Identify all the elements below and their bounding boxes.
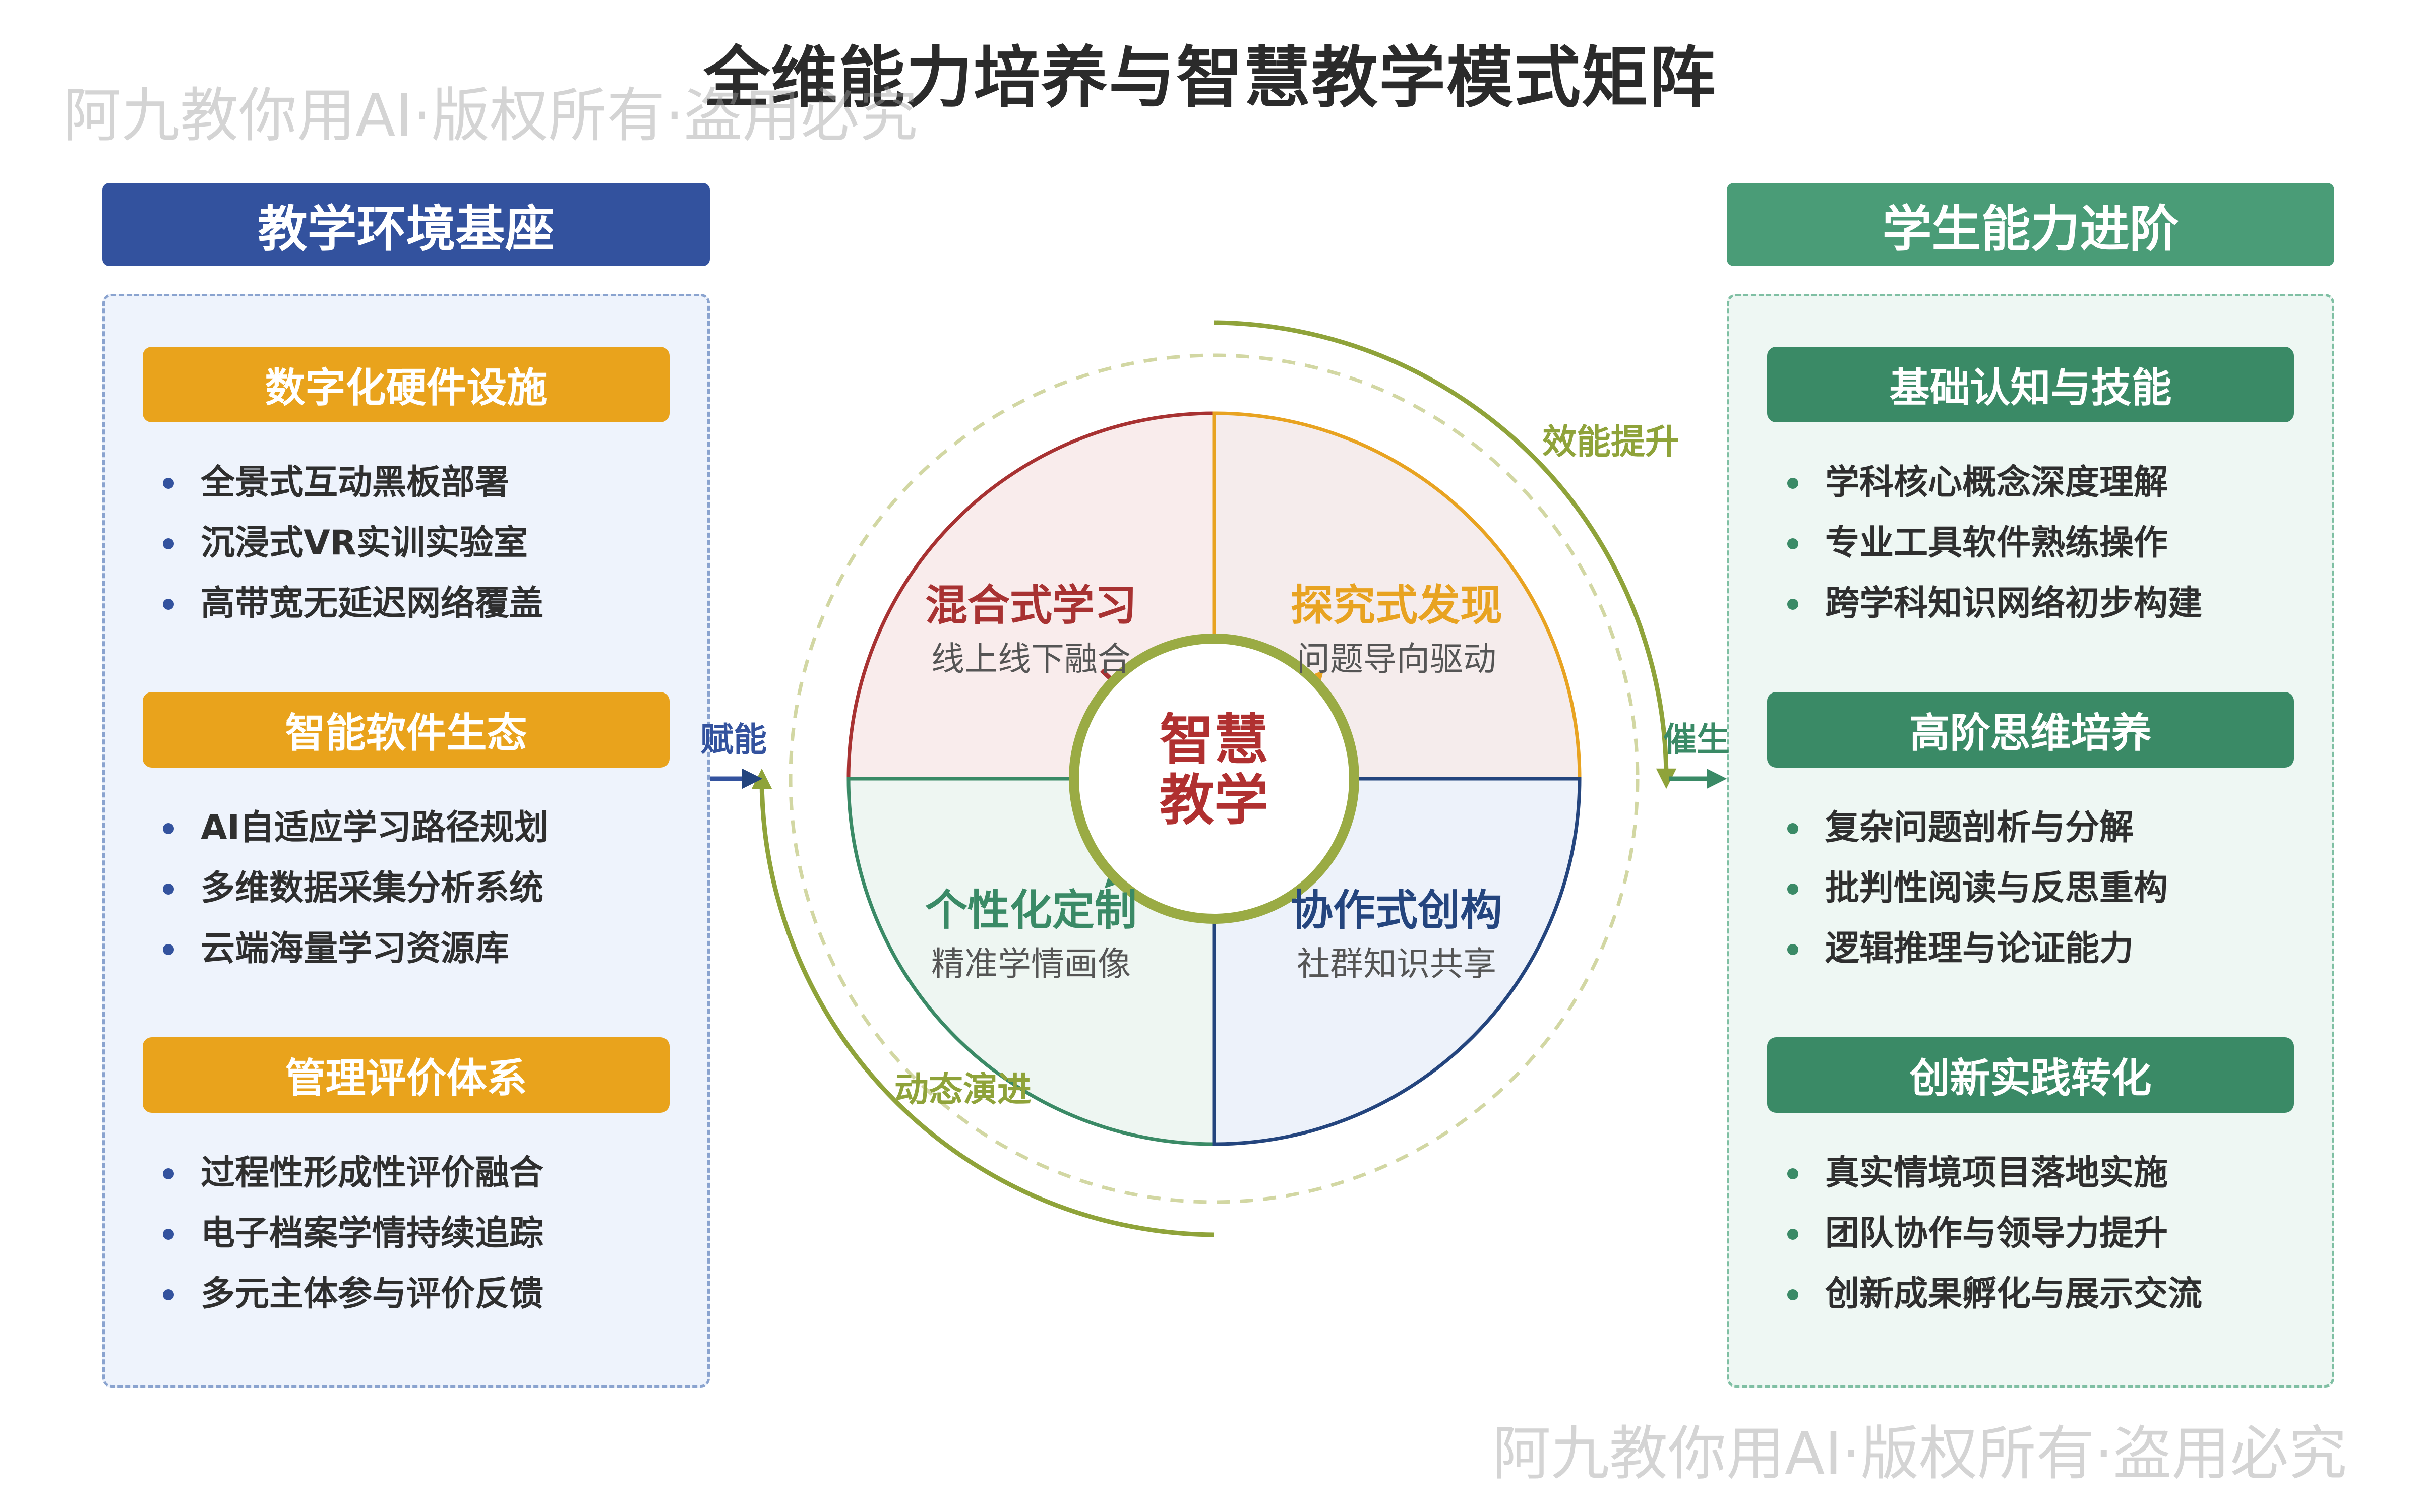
list-item: 沉浸式VR实训实验室 — [143, 513, 670, 574]
list-item: 批判性阅读与反思重构 — [1767, 858, 2294, 919]
watermark-top: 阿九教你用AI·版权所有·盗用必究 — [63, 82, 918, 150]
left-section-1-title: 数字化硬件设施 — [143, 347, 670, 422]
core-text-line2: 教学 — [1160, 769, 1268, 832]
list-item: 学科核心概念深度理解 — [1767, 453, 2294, 513]
watermark-bottom: 阿九教你用AI·版权所有·盗用必究 — [1492, 1420, 2347, 1488]
right-section-1-list: 学科核心概念深度理解 专业工具软件熟练操作 跨学科知识网络初步构建 — [1767, 453, 2294, 634]
right-section-2-list: 复杂问题剖析与分解 批判性阅读与反思重构 逻辑推理与论证能力 — [1767, 798, 2294, 979]
arc-label-evolution: 动态演进 — [894, 1070, 1032, 1110]
list-item: 专业工具软件熟练操作 — [1767, 513, 2294, 574]
list-item: AI自适应学习路径规划 — [143, 798, 670, 858]
quadrant-collaborative-sub: 社群知识共享 — [1297, 944, 1496, 983]
left-section-2: 智能软件生态 AI自适应学习路径规划 多维数据采集分析系统 云端海量学习资源库 — [143, 692, 670, 979]
list-item: 复杂问题剖析与分解 — [1767, 798, 2294, 858]
list-item: 团队协作与领导力提升 — [1767, 1204, 2294, 1264]
left-section-3-title: 管理评价体系 — [143, 1037, 670, 1113]
right-section-2: 高阶思维培养 复杂问题剖析与分解 批判性阅读与反思重构 逻辑推理与论证能力 — [1767, 692, 2294, 979]
arc-evolution — [751, 768, 1215, 1237]
label-generate: 催生 — [1663, 720, 1730, 759]
list-item: 云端海量学习资源库 — [143, 919, 670, 979]
list-item: 跨学科知识网络初步构建 — [1767, 574, 2294, 634]
quadrant-blended-sub: 线上线下融合 — [931, 640, 1131, 678]
right-column-header: 学生能力进阶 — [1727, 183, 2334, 266]
list-item: 电子档案学情持续追踪 — [143, 1204, 670, 1264]
quadrant-inquiry-title: 探究式发现 — [1291, 581, 1502, 630]
quadrant-personalized-sub: 精准学情画像 — [931, 944, 1131, 983]
right-section-3-title: 创新实践转化 — [1767, 1037, 2294, 1113]
right-section-1-title: 基础认知与技能 — [1767, 347, 2294, 422]
list-item: 多元主体参与评价反馈 — [143, 1264, 670, 1325]
left-column-header: 教学环境基座 — [102, 183, 710, 266]
right-section-3-list: 真实情境项目落地实施 团队协作与领导力提升 创新成果孵化与展示交流 — [1767, 1143, 2294, 1325]
list-item: 逻辑推理与论证能力 — [1767, 919, 2294, 979]
left-section-2-list: AI自适应学习路径规划 多维数据采集分析系统 云端海量学习资源库 — [143, 798, 670, 979]
list-item: 真实情境项目落地实施 — [1767, 1143, 2294, 1204]
list-item: 多维数据采集分析系统 — [143, 858, 670, 919]
list-item: 全景式互动黑板部署 — [143, 453, 670, 513]
arc-label-efficiency: 效能提升 — [1542, 422, 1679, 462]
list-item: 过程性形成性评价融合 — [143, 1143, 670, 1204]
arc-efficiency — [1214, 320, 1677, 789]
core-circle — [1069, 634, 1359, 924]
core-text-line1: 智慧 — [1160, 709, 1268, 772]
label-empower: 赋能 — [700, 720, 767, 759]
left-section-2-title: 智能软件生态 — [143, 692, 670, 768]
right-section-1: 基础认知与技能 学科核心概念深度理解 专业工具软件熟练操作 跨学科知识网络初步构… — [1767, 347, 2294, 634]
left-panel: 数字化硬件设施 全景式互动黑板部署 沉浸式VR实训实验室 高带宽无延迟网络覆盖 … — [102, 294, 710, 1388]
outer-dashed-ring — [789, 353, 1640, 1204]
list-item: 高带宽无延迟网络覆盖 — [143, 574, 670, 634]
quadrant-inquiry-sub: 问题导向驱动 — [1297, 640, 1496, 678]
right-section-3: 创新实践转化 真实情境项目落地实施 团队协作与领导力提升 创新成果孵化与展示交流 — [1767, 1037, 2294, 1325]
left-section-1: 数字化硬件设施 全景式互动黑板部署 沉浸式VR实训实验室 高带宽无延迟网络覆盖 — [143, 347, 670, 634]
left-section-3-list: 过程性形成性评价融合 电子档案学情持续追踪 多元主体参与评价反馈 — [143, 1143, 670, 1325]
page-title: 全维能力培养与智慧教学模式矩阵 — [703, 39, 1717, 117]
right-section-2-title: 高阶思维培养 — [1767, 692, 2294, 768]
quadrant-personalized-title: 个性化定制 — [925, 886, 1137, 935]
left-section-3: 管理评价体系 过程性形成性评价融合 电子档案学情持续追踪 多元主体参与评价反馈 — [143, 1037, 670, 1325]
list-item: 创新成果孵化与展示交流 — [1767, 1264, 2294, 1325]
right-panel: 基础认知与技能 学科核心概念深度理解 专业工具软件熟练操作 跨学科知识网络初步构… — [1727, 294, 2334, 1388]
quadrant-blended-title: 混合式学习 — [925, 581, 1137, 630]
quadrant-collaborative-title: 协作式创构 — [1291, 886, 1502, 935]
left-section-1-list: 全景式互动黑板部署 沉浸式VR实训实验室 高带宽无延迟网络覆盖 — [143, 453, 670, 634]
